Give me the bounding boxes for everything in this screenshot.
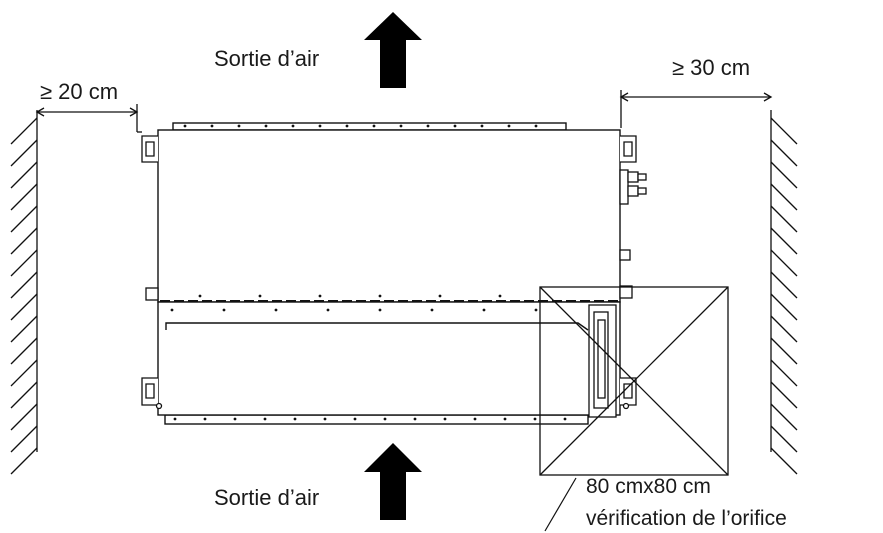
wall-hatch-line xyxy=(10,315,38,343)
screw-dot xyxy=(233,417,237,421)
wall-hatch-line xyxy=(770,227,798,255)
right-wall xyxy=(770,110,798,475)
wall-hatch-line xyxy=(770,249,798,277)
wall-hatch-line xyxy=(10,337,38,365)
wall-hatch-line xyxy=(10,117,38,145)
screw-dot xyxy=(291,124,295,128)
screw-dot xyxy=(210,124,214,128)
screw-dot xyxy=(323,417,327,421)
access-description-label: vérification de l’orifice xyxy=(586,507,787,530)
screw-dot xyxy=(507,124,511,128)
wall-hatch-line xyxy=(10,293,38,321)
wall-hatch-line xyxy=(770,205,798,233)
screw-dot xyxy=(399,124,403,128)
screw-dot xyxy=(237,124,241,128)
air-outlet-bottom-label: Sortie d’air xyxy=(214,485,319,510)
wall-hatch-line xyxy=(10,381,38,409)
access-leader-line xyxy=(544,477,577,532)
wall-hatch-line xyxy=(770,117,798,145)
screw-dot xyxy=(274,308,278,312)
right-clearance-dimension xyxy=(619,90,773,128)
left-clearance-dimension xyxy=(35,104,142,133)
wall-hatch-line xyxy=(770,271,798,299)
screw-dot xyxy=(383,417,387,421)
screw-dot xyxy=(318,294,322,298)
air-outlet-top-arrow xyxy=(364,12,422,88)
wall-hatch-line xyxy=(770,293,798,321)
screw-dot xyxy=(482,308,486,312)
screw-dot xyxy=(378,308,382,312)
screw-dot xyxy=(378,294,382,298)
left-clearance-label: ≥ 20 cm xyxy=(40,79,118,104)
wall-hatch-line xyxy=(770,337,798,365)
screw-dot xyxy=(534,308,538,312)
indoor-unit xyxy=(157,122,621,425)
electrical-box xyxy=(588,304,617,418)
screw-dot xyxy=(326,308,330,312)
right-clearance-label: ≥ 30 cm xyxy=(672,55,750,80)
wall-hatch-line xyxy=(10,403,38,431)
wall-hatch-line xyxy=(10,271,38,299)
wall-hatch-line xyxy=(770,359,798,387)
screw-dot xyxy=(293,417,297,421)
wall-hatch-line xyxy=(770,183,798,211)
wall-hatch-line xyxy=(10,425,38,453)
screw-dot xyxy=(480,124,484,128)
wall-hatch-line xyxy=(770,139,798,167)
screw-dot xyxy=(353,417,357,421)
screw-dot xyxy=(430,308,434,312)
wall-hatch-line xyxy=(770,447,798,475)
screw-dot xyxy=(222,308,226,312)
air-outlet-top-label: Sortie d’air xyxy=(214,46,319,71)
screw-dot xyxy=(198,294,202,298)
screw-dot xyxy=(258,294,262,298)
screw-dot xyxy=(534,124,538,128)
screw-dot xyxy=(203,417,207,421)
screw-dot xyxy=(563,417,567,421)
screw-dot xyxy=(345,124,349,128)
wall-hatch-line xyxy=(770,315,798,343)
access-size-label: 80 cmx80 cm xyxy=(586,475,711,498)
screw-dot xyxy=(263,417,267,421)
wall-hatch-line xyxy=(770,381,798,409)
screw-dot xyxy=(183,124,187,128)
screw-dot xyxy=(170,308,174,312)
wall-hatch-line xyxy=(770,161,798,189)
wall-hatch-line xyxy=(10,227,38,255)
air-outlet-bottom-arrow xyxy=(364,443,422,520)
wall-hatch-line xyxy=(770,403,798,431)
screw-dot xyxy=(413,417,417,421)
pipe-connectors xyxy=(145,169,647,301)
screw-dot xyxy=(372,124,376,128)
screw-dot xyxy=(264,124,268,128)
unit-screws xyxy=(170,124,567,421)
wall-hatch-line xyxy=(10,183,38,211)
wall-hatch-line xyxy=(10,139,38,167)
hanging-brackets xyxy=(141,135,637,410)
screw-dot xyxy=(426,124,430,128)
screw-dot xyxy=(453,124,457,128)
screw-dot xyxy=(173,417,177,421)
screw-dot xyxy=(498,294,502,298)
wall-hatch-line xyxy=(10,249,38,277)
screw-dot xyxy=(443,417,447,421)
wall-hatch-line xyxy=(10,205,38,233)
wall-hatch-line xyxy=(770,425,798,453)
screw-dot xyxy=(438,294,442,298)
screw-dot xyxy=(503,417,507,421)
wall-hatch-line xyxy=(10,359,38,387)
screw-dot xyxy=(318,124,322,128)
screw-dot xyxy=(533,417,537,421)
wall-hatch-line xyxy=(10,161,38,189)
wall-hatch-line xyxy=(10,447,38,475)
access-hole xyxy=(539,286,729,476)
screw-dot xyxy=(473,417,477,421)
left-wall xyxy=(10,110,38,475)
